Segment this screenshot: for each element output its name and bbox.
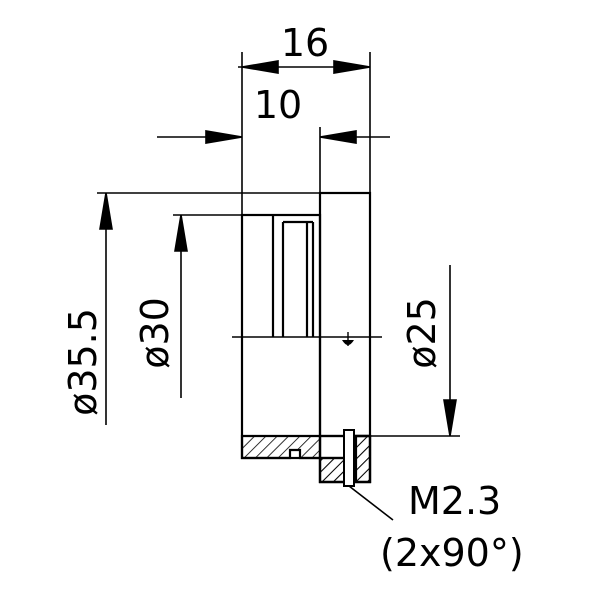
thread-callout-label: M2.3 [408,479,501,523]
dim-label-outer-diameter: ø35.5 [61,308,105,416]
thread-hole [343,429,355,487]
dim-step-length [157,127,390,193]
dim-outer-diameter [97,192,320,425]
dim-groove-diameter [173,214,242,398]
dim-overall-length [238,52,371,215]
dim-label-overall-length: 16 [281,21,329,65]
dim-label-groove-diameter: ø30 [133,297,177,369]
thread-callout-detail: (2x90°) [380,531,524,575]
section-hatch [240,429,372,487]
dim-bore-diameter [370,265,460,437]
thread-leader [348,485,394,521]
dim-label-step-length: 10 [254,83,302,127]
dim-label-bore-diameter: ø25 [400,297,444,369]
flange-right [318,191,372,438]
